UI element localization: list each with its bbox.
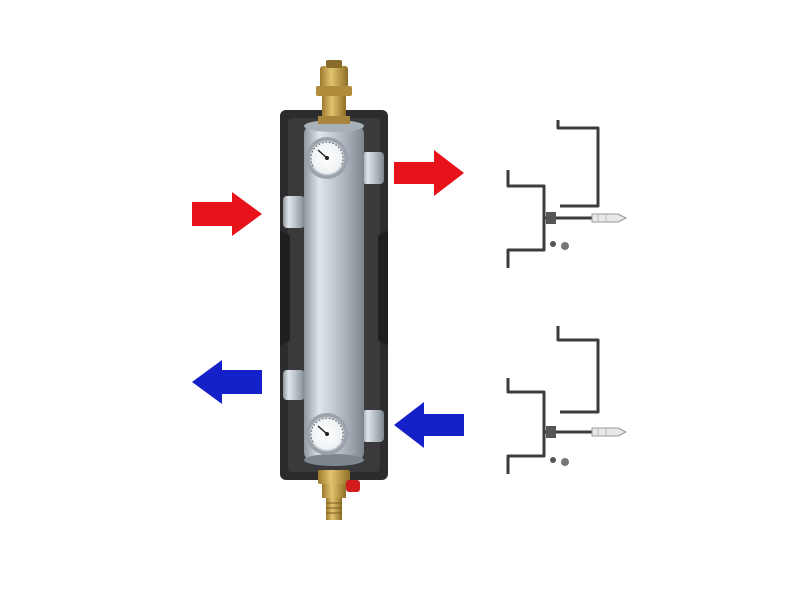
air-vent <box>316 60 352 124</box>
top-thermometer <box>306 137 348 179</box>
side-nozzles <box>283 152 384 442</box>
wall-bracket-bottom <box>506 326 627 474</box>
outlet-hot-arrow <box>394 150 464 196</box>
outlet-cold-arrow <box>192 360 262 404</box>
wall-bracket-top <box>506 120 627 268</box>
inlet-hot-arrow <box>192 192 262 236</box>
drain-valve <box>318 470 360 520</box>
hydraulic-separator <box>304 120 364 466</box>
inlet-cold-arrow <box>394 402 464 448</box>
bottom-thermometer <box>306 413 348 455</box>
